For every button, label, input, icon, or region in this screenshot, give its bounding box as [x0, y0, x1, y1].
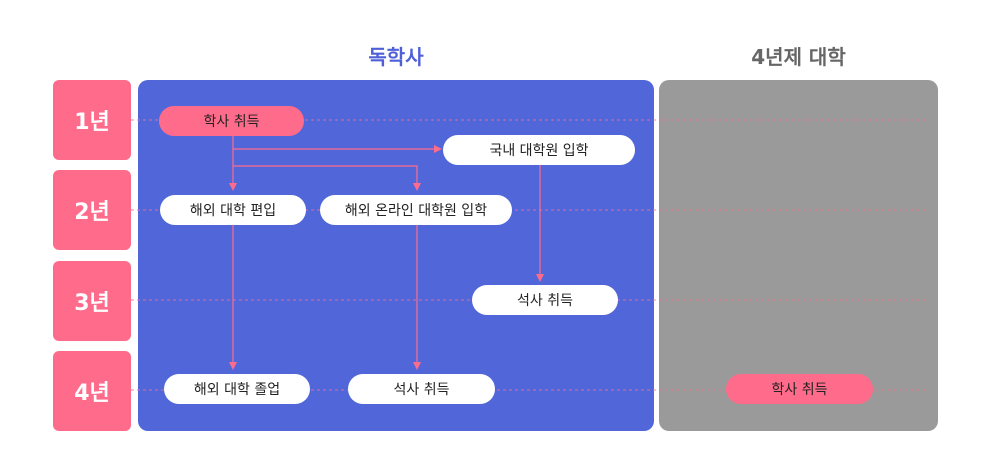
year-label-4: 4년 — [53, 351, 131, 431]
node-domestic-grad-school: 국내 대학원 입학 — [443, 135, 635, 165]
node-masters-degree-year3: 석사 취득 — [472, 285, 618, 315]
column-title-four-year-university: 4년제 대학 — [751, 45, 846, 69]
node-masters-degree-year4: 석사 취득 — [348, 374, 495, 404]
node-overseas-transfer: 해외 대학 편입 — [160, 195, 306, 225]
year-label-2: 2년 — [53, 170, 131, 250]
node-bachelor-degree: 학사 취득 — [159, 106, 304, 136]
arrow-bachelor-to-domestic-grad — [232, 135, 442, 153]
arrow-bachelor-to-online-grad — [233, 165, 421, 191]
node-bachelor-degree-four-year: 학사 취득 — [726, 374, 873, 404]
flow-connectors — [229, 135, 544, 370]
node-overseas-online-grad-school: 해외 온라인 대학원 입학 — [320, 195, 512, 225]
column-title-self-study: 독학사 — [368, 45, 424, 69]
year-label-1: 1년 — [53, 80, 131, 160]
node-overseas-graduation: 해외 대학 졸업 — [164, 374, 310, 404]
four-year-university-panel — [659, 80, 938, 431]
year-label-3: 3년 — [53, 261, 131, 341]
